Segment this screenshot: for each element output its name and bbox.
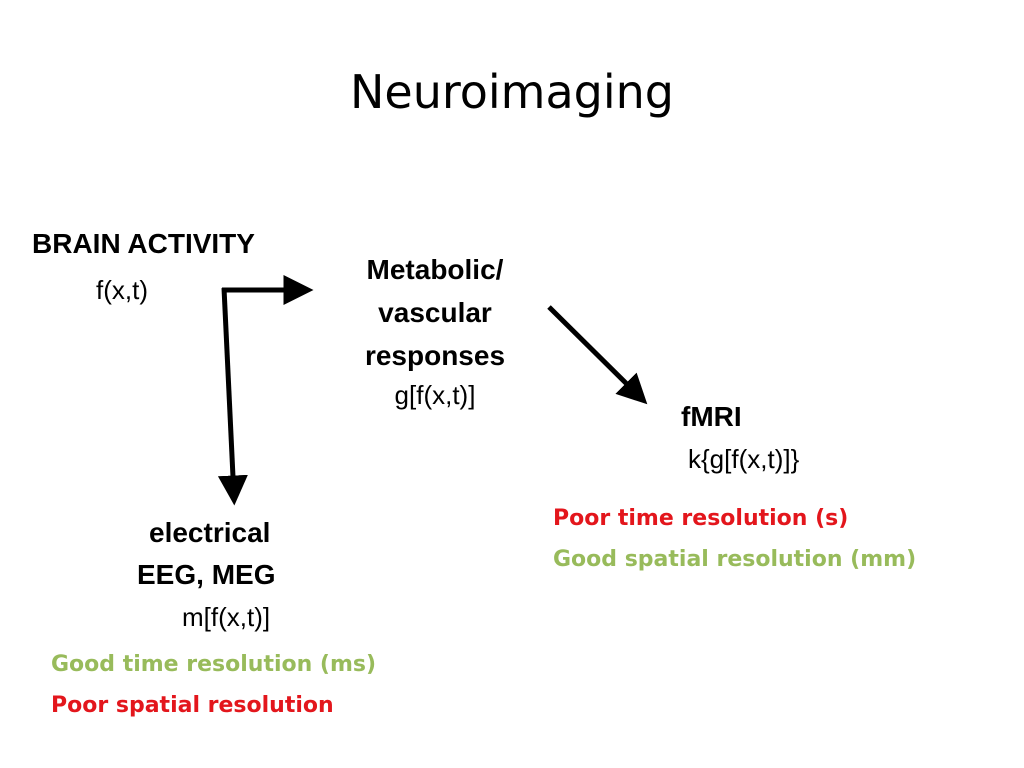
metabolic-line-3: responses bbox=[364, 340, 506, 371]
metabolic-formula: g[f(x,t)] bbox=[394, 380, 476, 410]
eeg-good-time-note: Good time resolution (ms) bbox=[51, 652, 377, 677]
arrow-metabolic-to-fmri bbox=[547, 305, 648, 405]
fmri-good-spatial-note: Good spatial resolution (mm) bbox=[553, 547, 917, 572]
brain-activity-heading: BRAIN ACTIVITY bbox=[32, 228, 255, 259]
fmri-poor-time-note: Poor time resolution (s) bbox=[553, 506, 849, 531]
electrical-formula: m[f(x,t)] bbox=[182, 602, 271, 632]
slide-title: Neuroimaging bbox=[349, 65, 675, 119]
electrical-line-1: electrical bbox=[149, 517, 271, 548]
eeg-poor-spatial-note: Poor spatial resolution bbox=[51, 693, 334, 718]
fmri-formula: k{g[f(x,t)]} bbox=[688, 444, 800, 474]
metabolic-node: Metabolic/ vascular responses g[f(x,t)] bbox=[340, 254, 530, 410]
brain-activity-formula: f(x,t) bbox=[96, 275, 148, 305]
fmri-heading: fMRI bbox=[681, 401, 742, 432]
metabolic-line-1: Metabolic/ bbox=[366, 254, 504, 285]
electrical-line-2: EEG, MEG bbox=[137, 559, 276, 590]
arrow-brain-to-electrical bbox=[217, 287, 248, 506]
metabolic-line-2: vascular bbox=[378, 297, 492, 328]
